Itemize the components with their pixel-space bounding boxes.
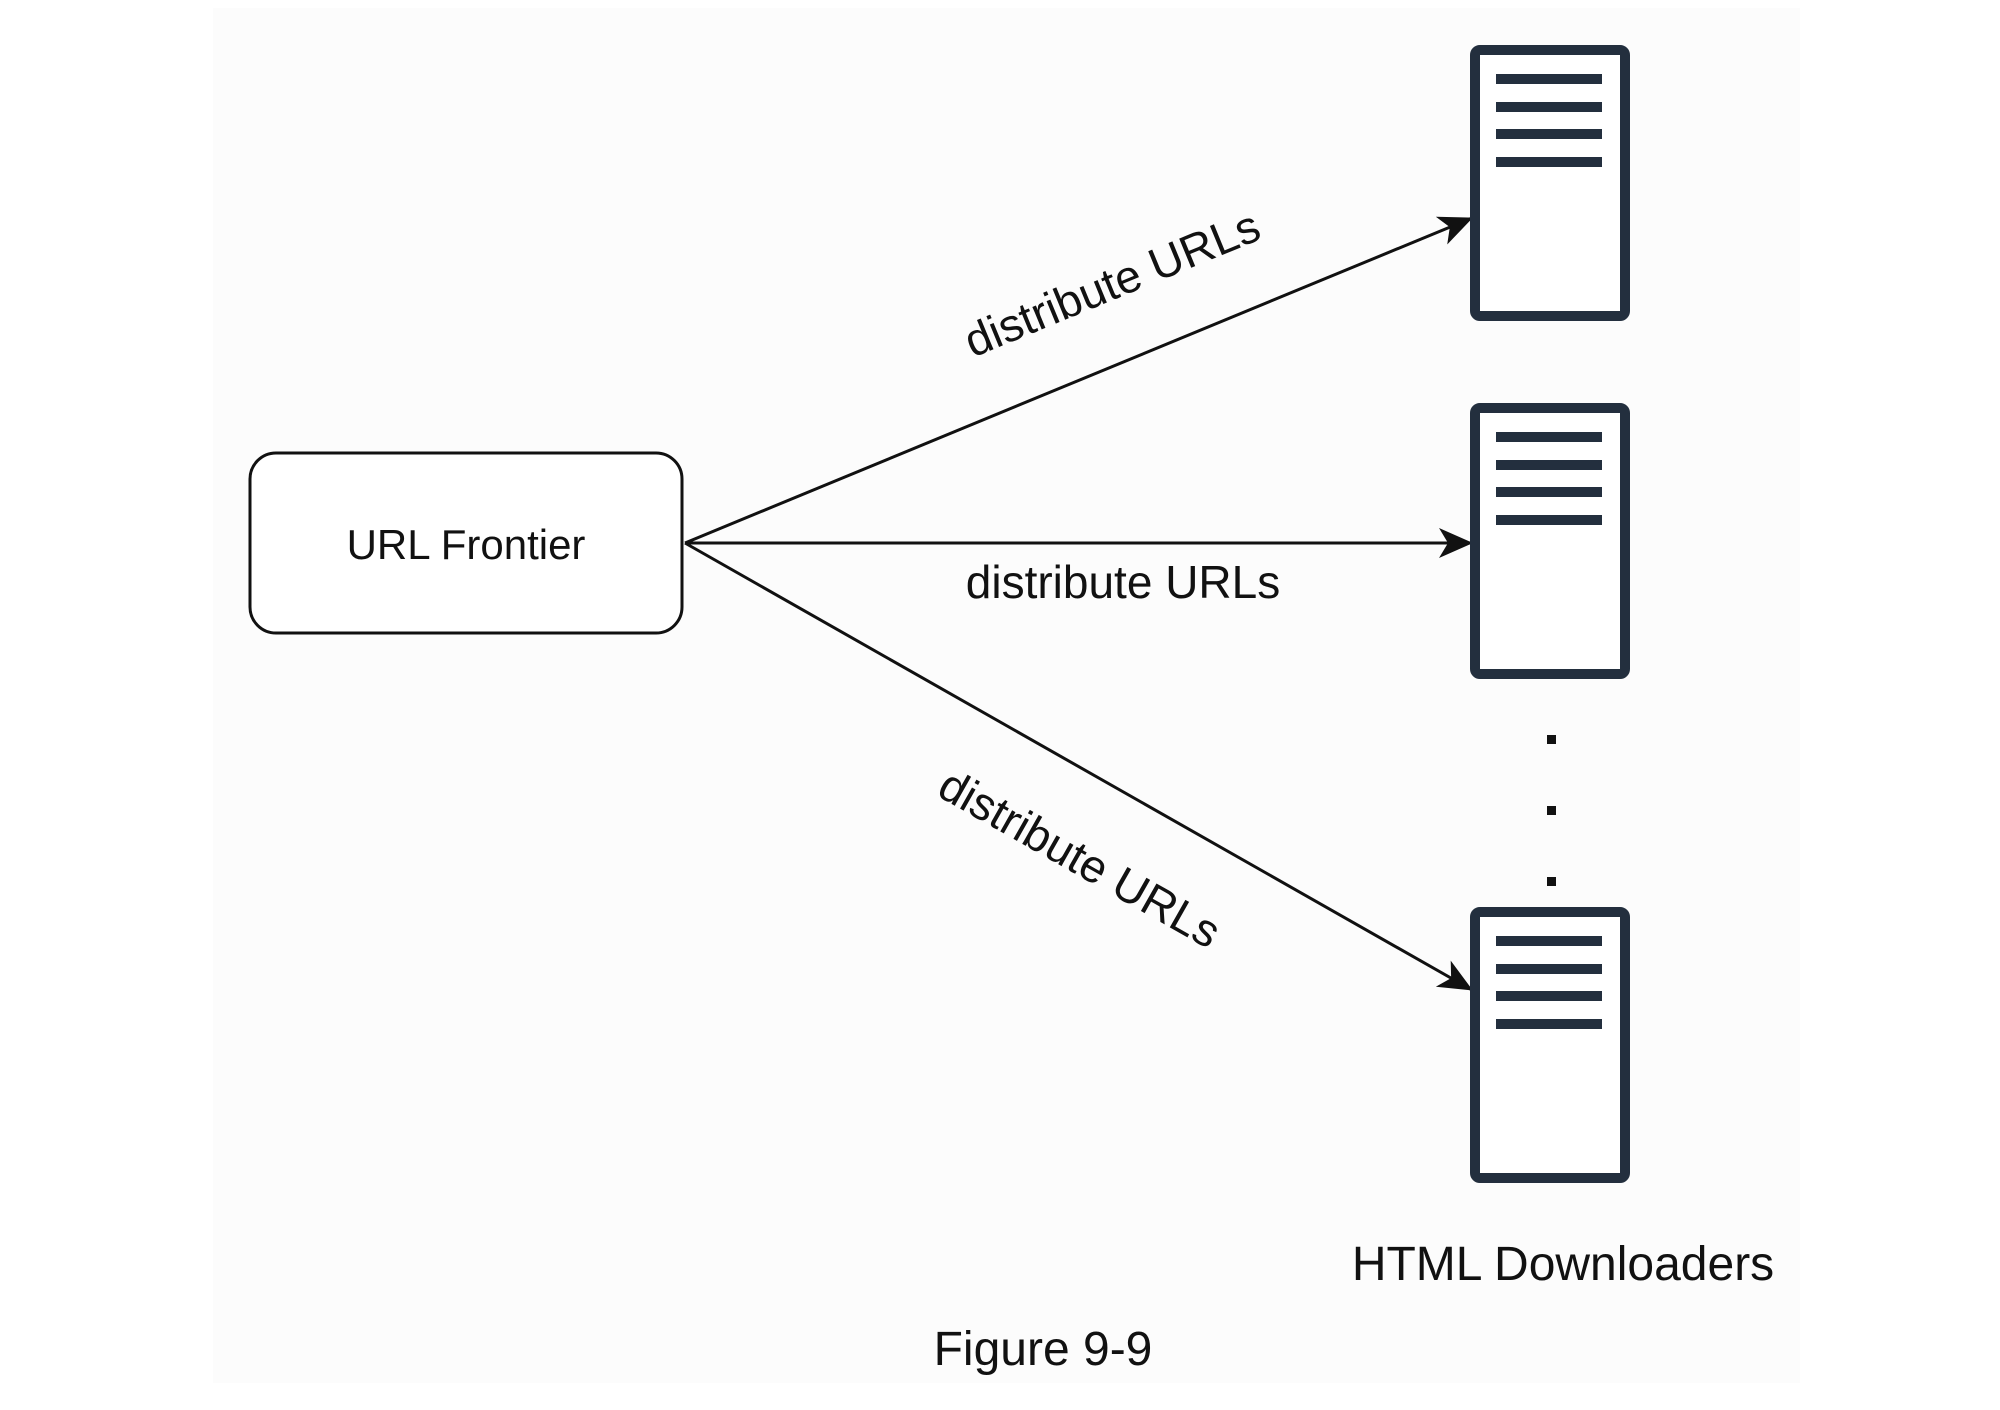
downloader-n[interactable] [1470, 907, 1630, 1183]
html-downloaders-label: HTML Downloaders [1352, 1238, 1774, 1291]
server-icon [1470, 403, 1630, 679]
edge-to-downloader-2: distribute URLs [685, 528, 1473, 608]
url-frontier-box [248, 451, 684, 635]
url-frontier-label: URL Frontier [347, 521, 586, 568]
downloader-1[interactable] [1470, 45, 1630, 321]
edge-label: distribute URLs [966, 556, 1280, 608]
vertical-ellipsis-icon [1547, 735, 1556, 886]
url-frontier-node[interactable]: URL Frontier [248, 451, 684, 635]
figure-caption: Figure 9-9 [934, 1323, 1153, 1376]
arrow-line [684, 541, 1473, 992]
server-icon [1470, 45, 1630, 321]
downloader-2[interactable] [1470, 403, 1630, 679]
server-icon [1470, 907, 1630, 1183]
arrow-line [684, 216, 1473, 545]
